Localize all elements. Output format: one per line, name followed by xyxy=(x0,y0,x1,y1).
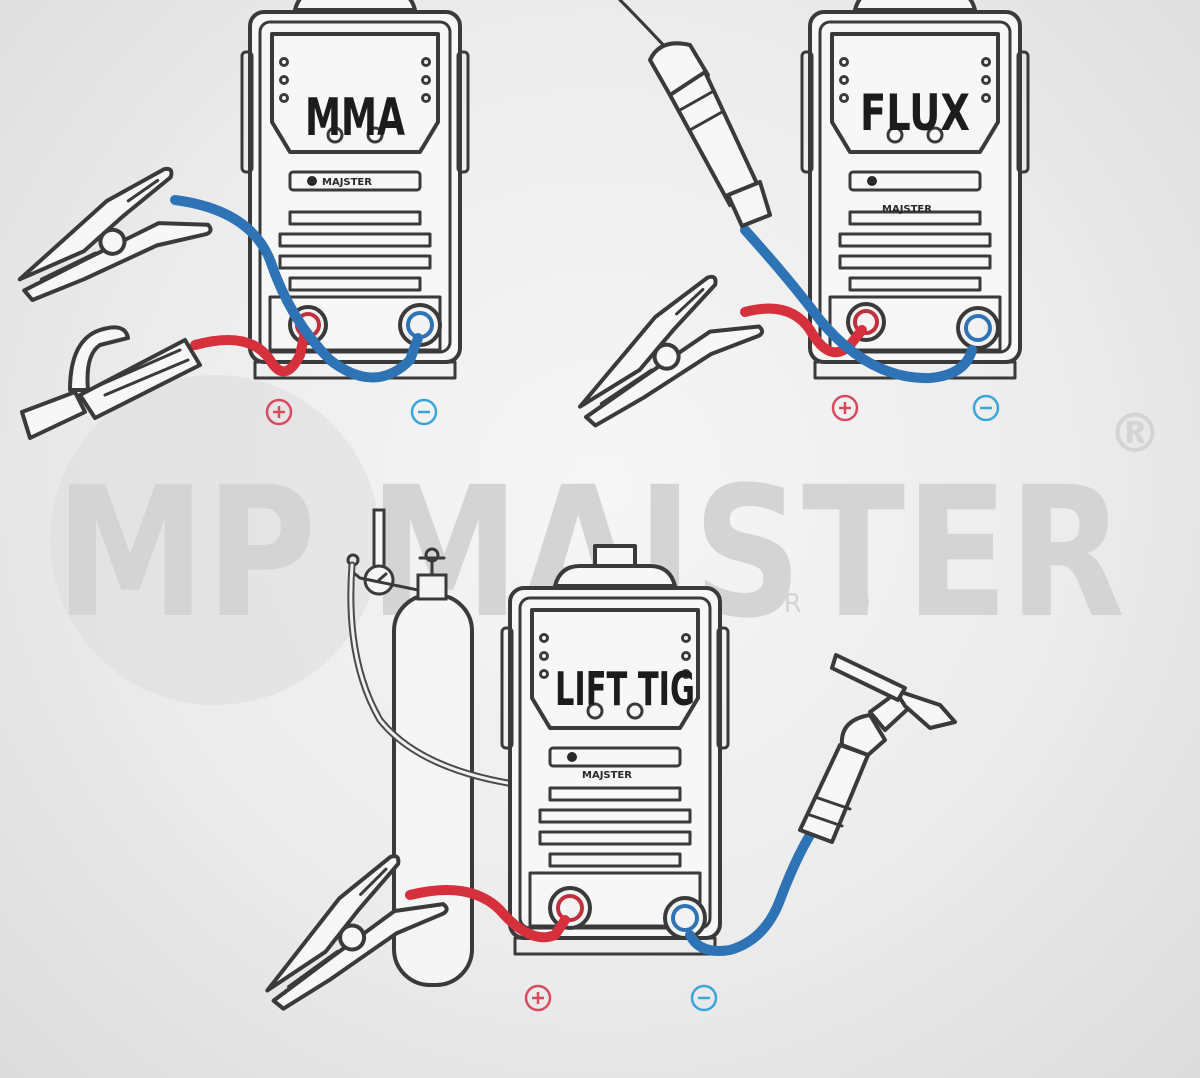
tig-torch-icon xyxy=(798,653,957,844)
negative-socket xyxy=(956,306,1000,350)
mig-torch-icon xyxy=(618,0,772,228)
negative-cable xyxy=(740,225,977,384)
negative-symbol xyxy=(410,398,438,426)
mode-label-flux: FLUX xyxy=(860,84,970,142)
negative-cable xyxy=(685,830,815,956)
welder-mma: MMA MAJSTER xyxy=(0,0,470,440)
positive-symbol xyxy=(831,394,859,422)
watermark-sub-text: PRO xyxy=(720,589,918,619)
positive-symbol xyxy=(265,398,293,426)
brand-watermark: MP MAJSTER PRO ® xyxy=(50,375,1162,705)
negative-symbol xyxy=(972,394,1000,422)
positive-cable xyxy=(190,327,310,377)
welder-lift-tig: LIFT TIG MAJSTER xyxy=(239,508,957,1017)
negative-socket xyxy=(663,896,707,940)
negative-cable xyxy=(170,195,423,383)
electrode-holder-icon xyxy=(20,325,202,440)
registered-mark: ® xyxy=(1108,402,1162,465)
earth-clamp-icon xyxy=(0,159,214,308)
negative-symbol xyxy=(690,984,718,1012)
brand-label: MAJSTER xyxy=(582,770,632,781)
welder-flux: FLUX MAJSTER xyxy=(554,0,1030,433)
positive-cable xyxy=(405,885,570,943)
positive-cable xyxy=(740,303,867,358)
positive-symbol xyxy=(524,984,552,1012)
regulator-icon xyxy=(346,508,420,596)
brand-label: MAJSTER xyxy=(882,204,932,215)
positive-socket xyxy=(548,886,592,930)
brand-label: MAJSTER xyxy=(322,177,372,188)
earth-clamp-icon xyxy=(554,265,766,433)
mode-label-lift-tig: LIFT TIG xyxy=(555,662,695,716)
mode-label-mma: MMA xyxy=(305,88,405,148)
